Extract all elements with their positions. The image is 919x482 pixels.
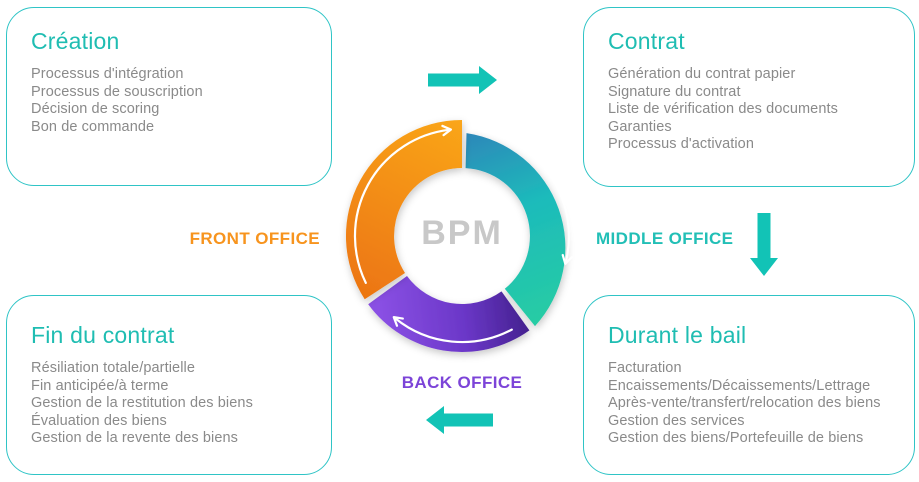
segment-middle-office bbox=[465, 133, 566, 327]
back-office-arc-arrow-icon bbox=[392, 316, 513, 344]
card-durant-le-bail-item: Gestion des services bbox=[608, 412, 745, 429]
card-fin-du-contrat-title: Fin du contrat bbox=[31, 322, 175, 348]
card-durant-le-bail: Durant le bail Facturation Encaissements… bbox=[583, 295, 915, 475]
front-office-label: FRONT OFFICE bbox=[189, 229, 320, 248]
card-contrat-item: Processus d'activation bbox=[608, 136, 755, 153]
middle-office-arc-arrow-icon bbox=[481, 129, 573, 265]
card-creation-item: Décision de scoring bbox=[31, 101, 160, 118]
card-contrat-item: Liste de vérification des documents bbox=[608, 101, 838, 118]
bpm-center-label: BPM bbox=[421, 214, 503, 252]
card-contrat: Contrat Génération du contrat papier Sig… bbox=[583, 7, 915, 187]
card-contrat-item: Génération du contrat papier bbox=[608, 66, 796, 82]
flow-arrow-left-icon bbox=[426, 406, 493, 434]
card-creation-item: Processus d'intégration bbox=[31, 66, 184, 82]
card-contrat-title: Contrat bbox=[608, 28, 685, 54]
card-fin-du-contrat-item: Résiliation totale/partielle bbox=[31, 360, 195, 376]
card-durant-le-bail-item: Gestion des biens/Portefeuille de biens bbox=[608, 430, 864, 447]
card-fin-du-contrat: Fin du contrat Résiliation totale/partie… bbox=[6, 295, 332, 475]
card-durant-le-bail-item: Encaissements/Décaissements/Lettrage bbox=[608, 377, 871, 394]
card-contrat-item: Signature du contrat bbox=[608, 83, 741, 100]
card-creation-item: Processus de souscription bbox=[31, 83, 203, 100]
middle-office-label: MIDDLE OFFICE bbox=[596, 229, 734, 248]
card-creation-title: Création bbox=[31, 28, 120, 54]
segment-back-office bbox=[368, 276, 530, 352]
card-durant-le-bail-item: Après-vente/transfert/relocation des bie… bbox=[608, 395, 881, 412]
front-office-arc-arrow-icon bbox=[353, 124, 452, 284]
flow-arrow-down-icon bbox=[750, 213, 778, 276]
card-durant-le-bail-item: Facturation bbox=[608, 360, 682, 376]
segment-front-office bbox=[345, 119, 462, 300]
card-fin-du-contrat-item: Gestion de la revente des biens bbox=[31, 430, 239, 447]
card-fin-du-contrat-item: Gestion de la restitution des biens bbox=[31, 395, 253, 412]
flow-arrow-right-icon bbox=[428, 66, 497, 94]
back-office-label: BACK OFFICE bbox=[401, 373, 523, 392]
card-fin-du-contrat-item: Évaluation des biens bbox=[31, 412, 167, 429]
card-creation: Création Processus d'intégration Process… bbox=[6, 7, 332, 186]
card-creation-item: Bon de commande bbox=[31, 118, 155, 135]
card-durant-le-bail-title: Durant le bail bbox=[608, 322, 747, 348]
card-fin-du-contrat-item: Fin anticipée/à terme bbox=[31, 377, 169, 394]
card-contrat-item: Garanties bbox=[608, 118, 672, 135]
